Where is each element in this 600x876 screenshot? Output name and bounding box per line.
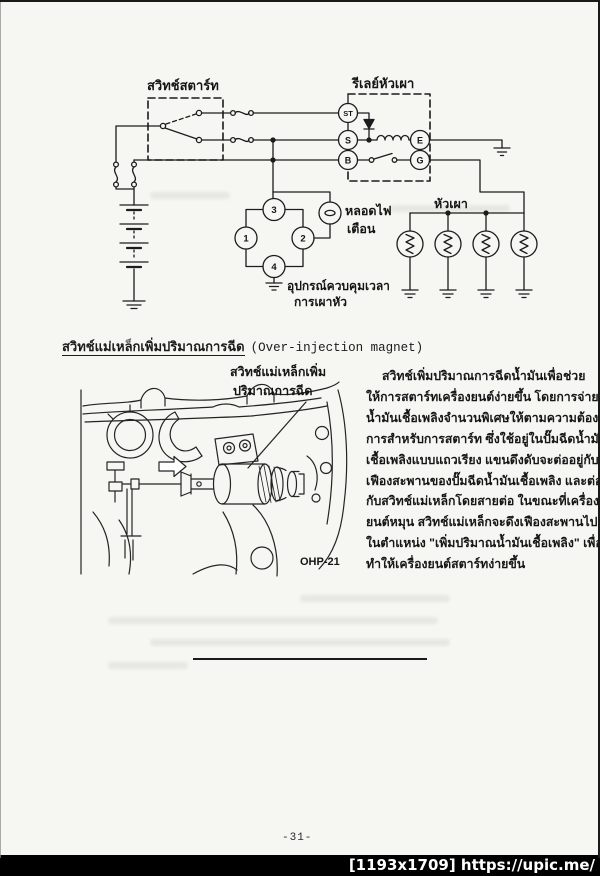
terminal-s: S bbox=[345, 136, 351, 146]
glow-plugs-label: หัวเผา bbox=[434, 197, 468, 211]
ink-bleed bbox=[150, 639, 450, 646]
glow-plugs-symbol bbox=[396, 210, 538, 299]
timer-terminal-1: 1 bbox=[243, 234, 249, 245]
page-number: -31- bbox=[282, 832, 313, 844]
watermark-bar: [1193x1709] https://upic.me/ bbox=[0, 855, 600, 876]
terminal-st: ST bbox=[343, 109, 353, 118]
fusible-links bbox=[112, 159, 138, 190]
glow-timer-symbol bbox=[234, 137, 331, 291]
body-line: น้ำมันเชื้อเพลิงจำนวนพิเศษให้ตามความต้อง bbox=[366, 410, 599, 425]
section-heading-english: (Over-injection magnet) bbox=[250, 341, 424, 355]
timer-terminal-4: 4 bbox=[271, 262, 277, 273]
glow-relay-label: รีเลย์หัวเผา bbox=[351, 76, 414, 91]
glow-plug-3 bbox=[472, 212, 500, 299]
glow-plug-circuit-diagram: สวิทช์สตาร์ท รีเลย์หัวเผา หัวเผา หลอดไฟ … bbox=[112, 76, 538, 310]
direction-arrow-icon bbox=[158, 455, 187, 478]
warning-lamp-label-2: เตือน bbox=[347, 222, 376, 236]
body-line: ในตำแหน่ง "เพิ่มปริมาณน้ำมันเชื้อเพลิง" … bbox=[366, 536, 600, 551]
terminal-b: B bbox=[345, 156, 352, 166]
glow-plug-1 bbox=[396, 212, 424, 299]
callout-leader-line bbox=[247, 401, 307, 469]
watermark-text: [1193x1709] https://upic.me/ bbox=[348, 856, 595, 874]
glow-plug-4 bbox=[510, 212, 538, 299]
battery-symbol bbox=[119, 188, 149, 310]
diode-icon bbox=[363, 118, 375, 130]
body-line: ทำให้เครื่องยนต์สตาร์ทง่ายขึ้น bbox=[366, 557, 526, 572]
body-line: ยนต์หมุน สวิทช์แม่เหล็กจะดึงเฟืองสะพานไป bbox=[366, 515, 598, 530]
wire-connectors bbox=[229, 109, 340, 144]
timer-label-1: อุปกรณ์ควบคุมเวลา bbox=[287, 279, 390, 294]
body-line: เฟืองสะพานของปั๊มฉีดน้ำมันเชื้อเพลิง และ… bbox=[366, 473, 600, 488]
scan-edge-left bbox=[0, 2, 1, 858]
terminal-e: E bbox=[417, 136, 423, 146]
section-heading: สวิทช์แม่เหล็กเพิ่มปริมาณการฉีด (Over-inj… bbox=[62, 336, 423, 357]
engine-outline-drawing bbox=[80, 381, 348, 577]
linkage-drawing bbox=[120, 471, 214, 561]
figure-callout-2: ปริมาณการฉีด bbox=[233, 384, 312, 398]
body-text-column: สวิทช์เพิ่มปริมาณการฉีดน้ำมันเพื่อช่วย ใ… bbox=[366, 366, 600, 575]
engine-figure: สวิทช์แม่เหล็กเพิ่ม ปริมาณการฉีด OHP-21 bbox=[80, 363, 348, 577]
section-divider bbox=[193, 658, 427, 660]
bracket-drawing bbox=[214, 433, 259, 466]
relay-coil-icon bbox=[376, 134, 410, 141]
over-injection-magnet-drawing bbox=[212, 463, 305, 505]
body-line: เชื้อเพลิงแบบแถวเรียง แขนดึงดับจะต่ออยู่… bbox=[366, 452, 599, 467]
ink-bleed bbox=[108, 662, 188, 669]
ink-bleed bbox=[108, 617, 438, 624]
figure-callout-1: สวิทช์แม่เหล็กเพิ่ม bbox=[230, 363, 326, 379]
body-line: สวิทช์เพิ่มปริมาณการฉีดน้ำมันเพื่อช่วย bbox=[382, 369, 586, 383]
start-switch-label: สวิทช์สตาร์ท bbox=[147, 78, 219, 93]
scan-edge-right bbox=[598, 2, 600, 858]
ink-bleed bbox=[300, 595, 450, 602]
body-line: การสำหรับการสตาร์ท ซึ่งใช้อยู่ในปั๊มฉีดน… bbox=[366, 431, 600, 446]
glow-relay-symbol bbox=[337, 93, 431, 182]
warning-lamp-symbol bbox=[313, 201, 342, 239]
figure-ref-label: OHP-21 bbox=[300, 556, 340, 568]
glow-plug-2 bbox=[434, 212, 462, 299]
timer-label-2: การเผาหัว bbox=[294, 295, 347, 309]
warning-lamp-label-1: หลอดไฟ bbox=[345, 203, 392, 218]
start-switch-symbol bbox=[115, 97, 231, 163]
body-line: กับสวิทช์แม่เหล็กโดยสายต่อ ในขณะที่เครื่… bbox=[366, 494, 599, 509]
timer-terminal-3: 3 bbox=[271, 205, 276, 216]
glow-feed-wire bbox=[428, 159, 525, 214]
timer-terminal-2: 2 bbox=[300, 234, 305, 245]
body-line: ให้การสตาร์ทเครื่องยนต์ง่ายขึ้น โดยการจ่… bbox=[366, 389, 599, 404]
section-heading-thai: สวิทช์แม่เหล็กเพิ่มปริมาณการฉีด bbox=[62, 339, 245, 356]
terminal-g: G bbox=[416, 156, 423, 166]
relay-ground bbox=[428, 139, 511, 157]
